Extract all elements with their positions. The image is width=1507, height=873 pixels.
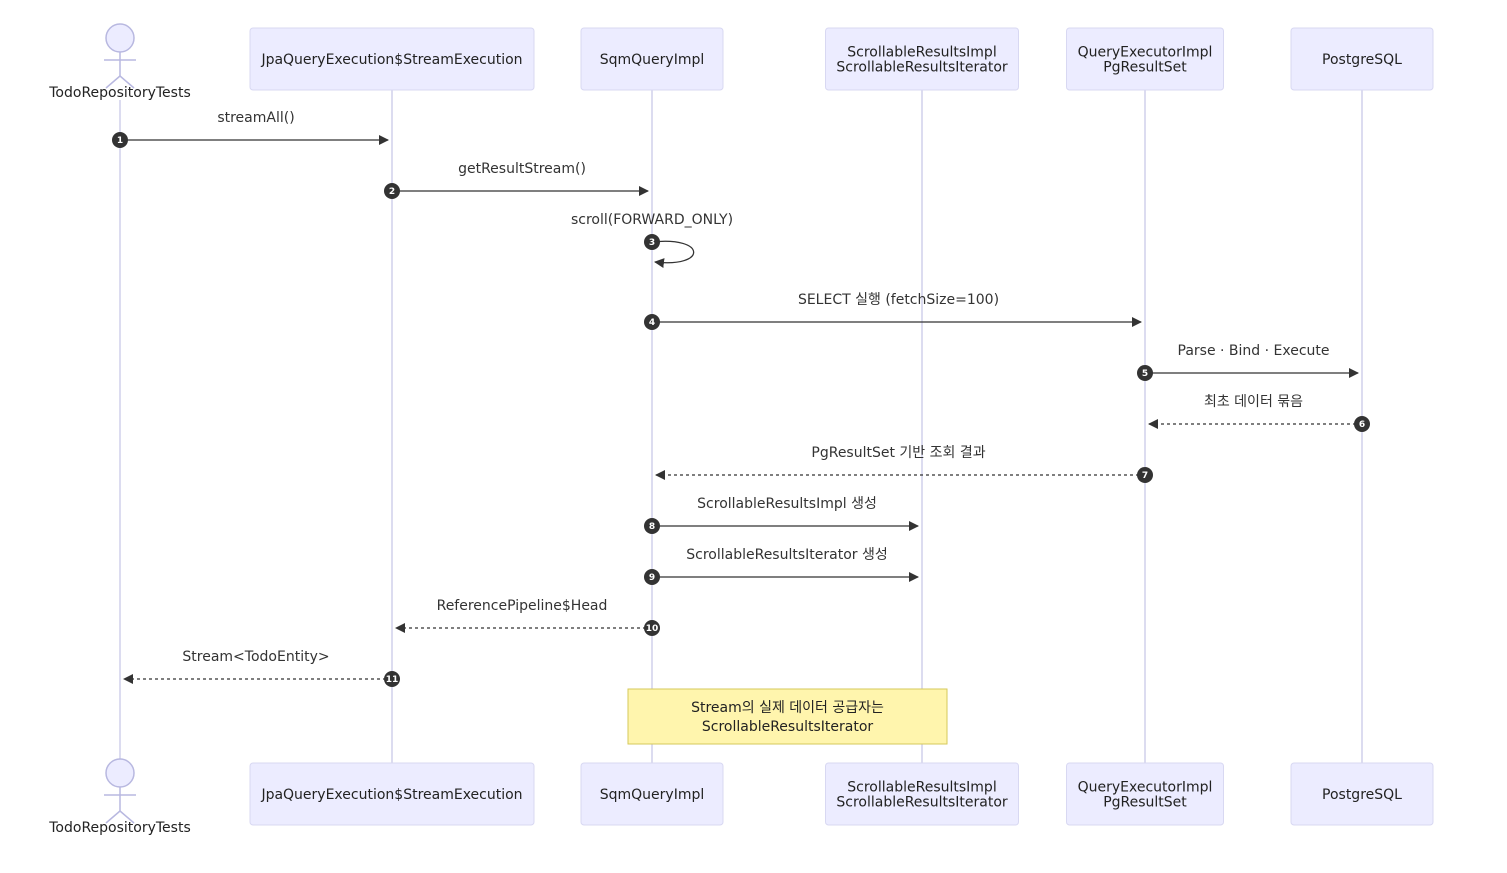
sequence-number-badge xyxy=(644,569,660,585)
participant-box xyxy=(825,27,1019,91)
participant-jpa-bottom: JpaQueryExecution$StreamExecution xyxy=(249,762,535,826)
actor-leg-left xyxy=(105,810,121,824)
message-label: SELECT 실행 (fetchSize=100) xyxy=(798,292,999,308)
participant-label: QueryExecutorImpl xyxy=(1078,45,1213,61)
message-5: Parse · Bind · Execute 5 xyxy=(1137,343,1359,381)
message-arrow xyxy=(651,240,695,268)
sequence-number-badge xyxy=(112,132,128,148)
sequence-number-badge xyxy=(644,234,660,250)
actor-head xyxy=(105,23,135,53)
participant-sqm-top: SqmQueryImpl xyxy=(580,27,724,91)
actor-head xyxy=(105,758,135,788)
sequence-number: 6 xyxy=(1359,420,1365,430)
message-9: ScrollableResultsIterator 생성 9 xyxy=(644,547,919,585)
participant-label: SqmQueryImpl xyxy=(600,52,705,68)
participant-label: PostgreSQL xyxy=(1322,787,1402,803)
participant-label: ScrollableResultsImpl xyxy=(847,780,996,796)
sequence-number-badge xyxy=(384,671,400,687)
note-box xyxy=(627,688,948,745)
participant-pg-top: PostgreSQL xyxy=(1290,27,1434,91)
message-4: SELECT 실행 (fetchSize=100) 4 xyxy=(644,292,1142,330)
participant-label: SqmQueryImpl xyxy=(600,787,705,803)
message-2: getResultStream() 2 xyxy=(384,161,649,199)
participant-label: ScrollableResultsIterator xyxy=(836,795,1008,811)
participant-box xyxy=(1066,27,1224,91)
participant-label: ScrollableResultsIterator xyxy=(836,60,1008,76)
message-6: 최초 데이터 묶음 6 xyxy=(1148,394,1370,432)
message-label: PgResultSet 기반 조회 결과 xyxy=(811,445,985,461)
sequence-number-badge xyxy=(644,518,660,534)
sequence-number: 5 xyxy=(1142,369,1148,379)
message-8: ScrollableResultsImpl 생성 8 xyxy=(644,496,919,534)
participant-label: PostgreSQL xyxy=(1322,52,1402,68)
participant-box xyxy=(249,27,535,91)
participant-label: TodoRepositoryTests xyxy=(48,85,191,101)
participant-label: PgResultSet xyxy=(1103,795,1187,811)
sequence-number-badge xyxy=(384,183,400,199)
participant-box xyxy=(580,762,724,826)
participant-sqm-bottom: SqmQueryImpl xyxy=(580,762,724,826)
actor-icon xyxy=(104,23,136,89)
message-label: 최초 데이터 묶음 xyxy=(1204,394,1303,410)
note-text: ScrollableResultsIterator xyxy=(702,719,874,735)
participant-box xyxy=(249,762,535,826)
sequence-number: 10 xyxy=(646,624,659,634)
participant-box xyxy=(1290,27,1434,91)
participant-box xyxy=(1066,762,1224,826)
message-1: streamAll() 1 xyxy=(112,110,389,148)
sequence-number: 7 xyxy=(1142,471,1148,481)
participant-box xyxy=(825,762,1019,826)
sequence-number-badge xyxy=(644,620,660,636)
actor-leg-right xyxy=(119,810,135,824)
sequence-number: 4 xyxy=(649,318,655,328)
sequence-number-badge xyxy=(1137,365,1153,381)
message-11: Stream<TodoEntity> 11 xyxy=(123,649,400,687)
message-7: PgResultSet 기반 조회 결과 7 xyxy=(655,445,1153,483)
sequence-number: 3 xyxy=(649,238,655,248)
participant-label: PgResultSet xyxy=(1103,60,1187,76)
sequence-number-badge xyxy=(1137,467,1153,483)
message-label: ScrollableResultsImpl 생성 xyxy=(697,496,877,512)
participant-pg-bottom: PostgreSQL xyxy=(1290,762,1434,826)
participant-tests-bottom: TodoRepositoryTests xyxy=(48,758,191,836)
participant-label: JpaQueryExecution$StreamExecution xyxy=(260,52,522,68)
participant-label: TodoRepositoryTests xyxy=(48,820,191,836)
message-label: scroll(FORWARD_ONLY) xyxy=(571,212,733,228)
participant-scroll-top: ScrollableResultsImplScrollableResultsIt… xyxy=(825,27,1019,91)
sequence-number: 11 xyxy=(386,675,399,685)
note-text: Stream의 실제 데이터 공급자는 xyxy=(691,700,884,716)
actor-leg-right xyxy=(119,75,135,89)
message-3: scroll(FORWARD_ONLY) 3 xyxy=(571,212,733,268)
participant-scroll-bottom: ScrollableResultsImplScrollableResultsIt… xyxy=(825,762,1019,826)
sequence-number-badge xyxy=(644,314,660,330)
sequence-number-badge xyxy=(1354,416,1370,432)
sequence-number: 1 xyxy=(117,136,123,146)
participant-box xyxy=(1290,762,1434,826)
sequence-number: 8 xyxy=(649,522,655,532)
participant-label: QueryExecutorImpl xyxy=(1078,780,1213,796)
message-label: streamAll() xyxy=(217,110,294,126)
sequence-number: 2 xyxy=(389,187,395,197)
participant-box xyxy=(580,27,724,91)
message-label: Stream<TodoEntity> xyxy=(182,649,329,665)
message-label: Parse · Bind · Execute xyxy=(1178,343,1330,359)
actor-leg-left xyxy=(105,75,121,89)
participant-tests-top: TodoRepositoryTests xyxy=(48,23,191,101)
participant-jpa-top: JpaQueryExecution$StreamExecution xyxy=(249,27,535,91)
sequence-number: 9 xyxy=(649,573,655,583)
actor-icon xyxy=(104,758,136,824)
note: Stream의 실제 데이터 공급자는 ScrollableResultsIter… xyxy=(627,688,948,745)
message-label: ReferencePipeline$Head xyxy=(437,598,608,614)
message-label: getResultStream() xyxy=(458,161,586,177)
message-10: ReferencePipeline$Head 10 xyxy=(395,598,660,636)
participant-label: ScrollableResultsImpl xyxy=(847,45,996,61)
participant-label: JpaQueryExecution$StreamExecution xyxy=(260,787,522,803)
message-label: ScrollableResultsIterator 생성 xyxy=(686,547,888,563)
